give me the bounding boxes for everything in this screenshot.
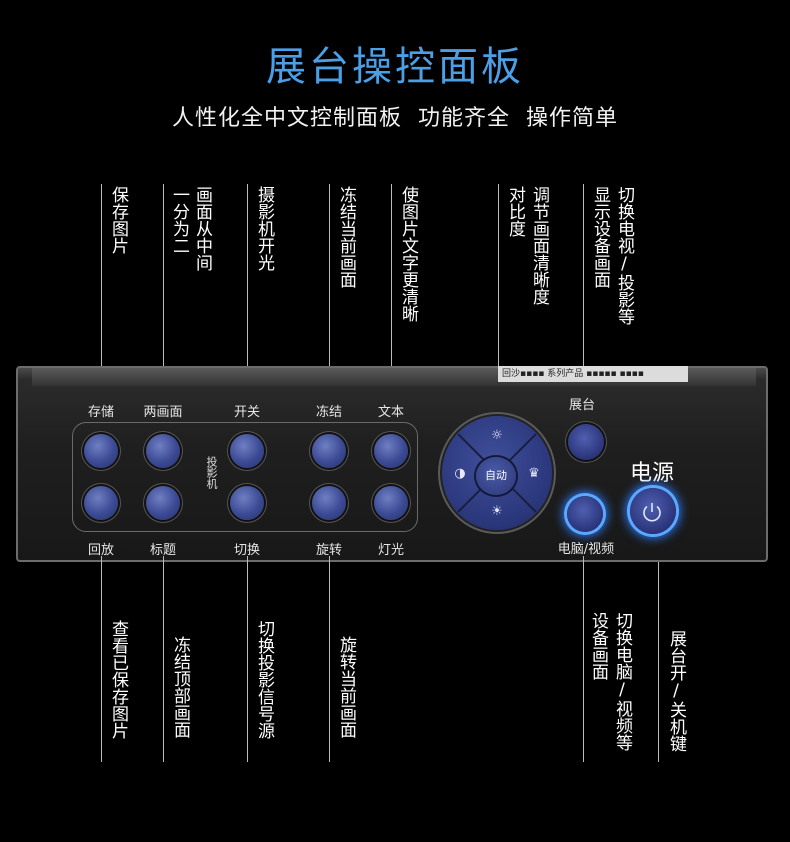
- annotation-show-device: 显示设备画面: [590, 186, 610, 288]
- page-title: 展台操控面板: [266, 44, 524, 90]
- leader-line: [101, 556, 102, 762]
- label-power: 电源: [629, 461, 674, 486]
- label-text: 文本: [377, 405, 404, 420]
- annotation-freeze: 冻结当前画面: [336, 186, 356, 288]
- light-button[interactable]: [374, 486, 408, 520]
- label-freeze: 冻结: [315, 405, 342, 420]
- label-pc-video: 电脑/视频: [557, 542, 615, 557]
- contrast-right-icon[interactable]: ♛: [528, 466, 540, 481]
- annotation-save-image: 保存图片: [108, 186, 128, 254]
- annotation-freeze-top: 冻结顶部画面: [170, 636, 190, 738]
- label-two-screen: 两画面: [143, 405, 183, 420]
- leader-line: [247, 184, 248, 396]
- label-light: 灯光: [377, 543, 404, 558]
- power-icon: [643, 503, 661, 522]
- power-button[interactable]: [630, 488, 676, 534]
- annotation-split-1: 画面从中间: [192, 186, 212, 271]
- switch-source-button[interactable]: [230, 486, 264, 520]
- annotation-device-screen: 设备画面: [588, 612, 608, 680]
- annotation-text-clear: 使图片文字更清晰: [398, 186, 418, 322]
- annotation-power-key: 展台开/关机键: [666, 630, 686, 752]
- rotate-button[interactable]: [312, 486, 346, 520]
- leader-line: [163, 184, 164, 396]
- pc-video-button[interactable]: [567, 496, 603, 532]
- booth-button[interactable]: [568, 424, 604, 460]
- label-projector: 投影机: [205, 456, 218, 489]
- camera-power-button[interactable]: [230, 434, 264, 468]
- leader-line: [583, 556, 584, 762]
- leader-line: [247, 556, 248, 762]
- label-save: 存储: [87, 405, 114, 420]
- annotation-camera-light: 摄影机开光: [254, 186, 274, 271]
- contrast-left-icon[interactable]: ◑: [454, 466, 466, 481]
- brightness-down-icon[interactable]: ☀: [491, 504, 503, 519]
- label-rotate: 旋转: [315, 543, 342, 558]
- annotation-view-saved: 查看已保存图片: [108, 620, 128, 739]
- product-sticker: 回沙▪▪▪▪ 系列产品 ▪▪▪▪▪ ▪▪▪▪: [498, 366, 688, 382]
- annotation-rotate: 旋转当前画面: [336, 636, 356, 738]
- annotation-sharpness: 调节画面清晰度: [529, 186, 549, 305]
- leader-line: [391, 184, 392, 396]
- freeze-button[interactable]: [312, 434, 346, 468]
- annotation-split-2: 一分为二: [169, 186, 189, 254]
- label-playback: 回放: [87, 543, 114, 558]
- label-booth: 展台: [568, 398, 595, 413]
- leader-line: [101, 184, 102, 396]
- function-button-group: [72, 422, 418, 532]
- annotation-switch-signal: 切换投影信号源: [254, 620, 274, 739]
- leader-line: [658, 562, 659, 762]
- title-button[interactable]: [146, 486, 180, 520]
- save-button[interactable]: [84, 434, 118, 468]
- label-switch: 切换: [233, 543, 260, 558]
- two-screen-button[interactable]: [146, 434, 180, 468]
- playback-button[interactable]: [84, 486, 118, 520]
- leader-line: [583, 184, 584, 392]
- auto-button[interactable]: 自动: [476, 457, 516, 495]
- leader-line: [329, 556, 330, 762]
- page-subtitle: 人性化全中文控制面板 功能齐全 操作简单: [172, 106, 618, 131]
- annotation-contrast: 对比度: [505, 186, 525, 237]
- leader-line: [163, 556, 164, 762]
- label-switch-on: 开关: [233, 405, 260, 420]
- leader-line: [498, 184, 499, 420]
- brightness-up-icon[interactable]: ☼: [491, 428, 503, 443]
- label-title: 标题: [149, 543, 176, 558]
- annotation-switch-pc: 切换电脑/视频等: [612, 612, 632, 751]
- annotation-switch-tv: 切换电视/投影等: [614, 186, 634, 325]
- text-mode-button[interactable]: [374, 434, 408, 468]
- leader-line: [329, 184, 330, 396]
